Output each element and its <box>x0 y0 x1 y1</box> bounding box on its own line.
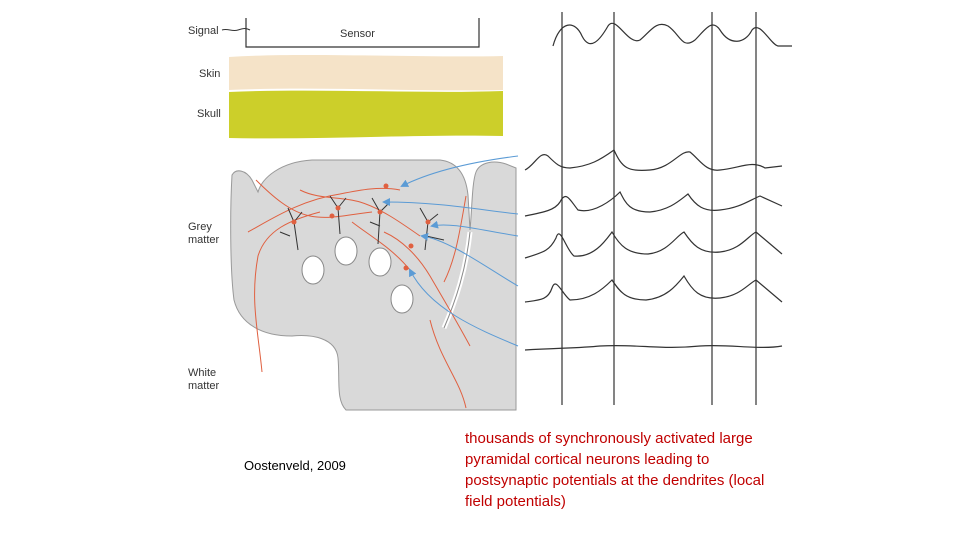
sync-lines <box>561 12 757 405</box>
field-arrows <box>382 155 519 347</box>
signal-traces <box>524 22 792 351</box>
grey-matter-label-line2: matter <box>188 234 220 246</box>
signal-lead <box>221 28 251 32</box>
grey-matter-label-line1: Grey <box>188 221 212 233</box>
vessel-4 <box>390 284 414 314</box>
brain-tissue <box>230 159 517 411</box>
sensor-box <box>245 18 480 48</box>
citation: Oostenveld, 2009 <box>244 458 346 473</box>
neuron-trace-5 <box>524 344 783 351</box>
sulcus-edge <box>443 231 471 329</box>
grey-matter-label: Grey matter <box>188 221 220 246</box>
white-matter-label: White matter <box>188 367 220 392</box>
neuron-trace-3 <box>524 230 783 259</box>
skin-label: Skin <box>199 68 220 80</box>
sensor-signal-trace <box>552 22 792 47</box>
signal-label: Signal <box>188 25 219 37</box>
vessel-2 <box>334 236 358 266</box>
neuron-trace-1 <box>524 149 783 172</box>
vessel-1 <box>301 255 325 285</box>
skin-layer <box>229 54 503 91</box>
skull-layer <box>229 90 503 139</box>
neuron-trace-2 <box>524 190 783 217</box>
synapses <box>291 183 431 271</box>
skull-label: Skull <box>197 108 221 120</box>
sensor-label: Sensor <box>340 28 375 40</box>
caption: thousands of synchronously activated lar… <box>465 430 765 510</box>
white-matter-label-line1: White <box>188 367 216 379</box>
vessel-3 <box>368 247 392 277</box>
white-matter-label-line2: matter <box>188 380 220 392</box>
neuron-trace-4 <box>524 274 783 303</box>
